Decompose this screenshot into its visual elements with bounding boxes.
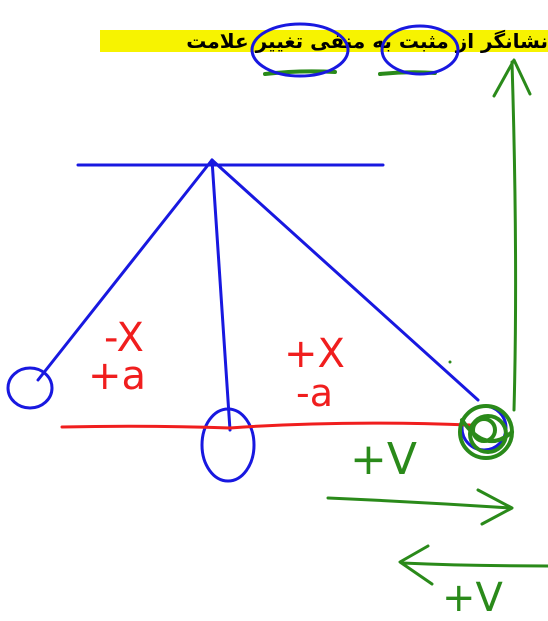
label-velocity-left: +V — [442, 575, 503, 621]
label-velocity-right: +V — [350, 434, 417, 485]
bob-left — [6, 366, 54, 410]
label-mid-top: +X — [284, 331, 345, 377]
equilibrium-line — [60, 421, 472, 430]
string-center — [210, 158, 232, 432]
string-right — [210, 158, 480, 402]
string-left — [36, 158, 214, 382]
label-mid-bottom: -a — [296, 371, 333, 415]
title-text: نشانگر از مثبت به منفی تغییر علامت — [186, 29, 548, 53]
up-arrow-line — [510, 60, 518, 412]
up-arrow-head — [492, 58, 532, 98]
right-arrow-line — [326, 496, 512, 510]
bob-center — [200, 407, 256, 483]
left-arrow-line — [400, 561, 548, 568]
title-circle-2 — [380, 24, 460, 76]
label-left-bottom: +a — [88, 353, 147, 399]
right-arrow-head — [476, 488, 514, 526]
title-highlight — [100, 30, 548, 52]
left-arrow-head — [398, 544, 434, 586]
bob-right-scribble — [458, 404, 514, 460]
small-dot — [448, 360, 452, 364]
title-circle-1 — [250, 22, 350, 78]
label-left-top: -X — [104, 315, 144, 361]
